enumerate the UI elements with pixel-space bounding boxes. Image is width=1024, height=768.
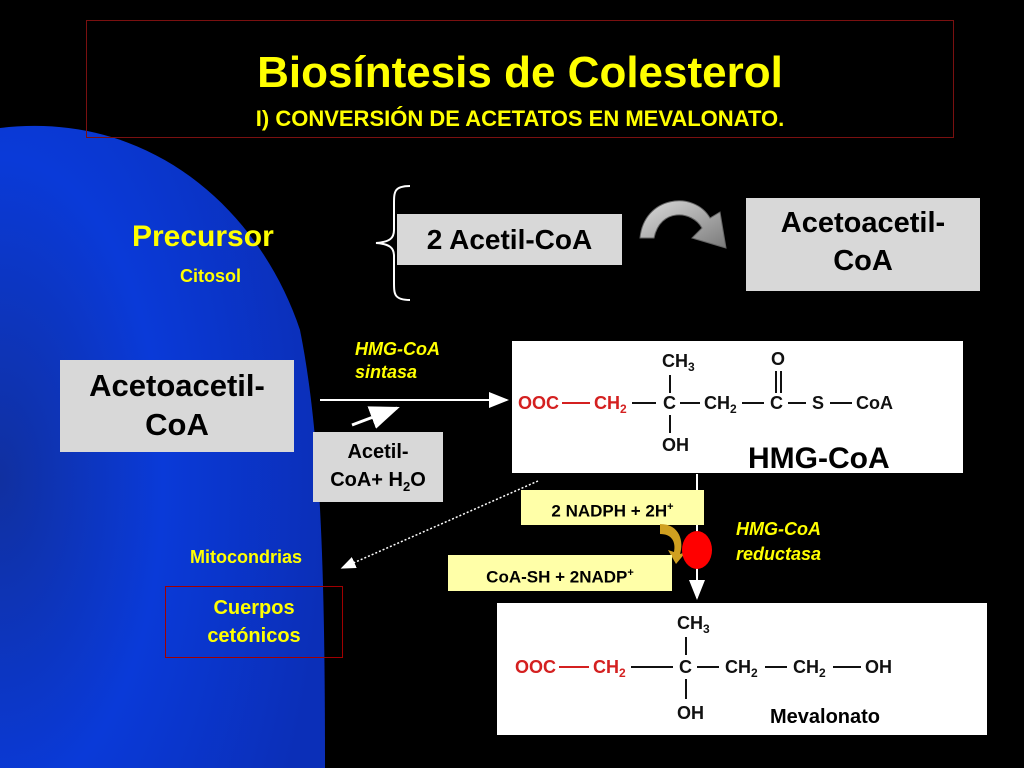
mev-ch2-a: CH2: [593, 657, 626, 680]
mevalonato-label: Mevalonato: [770, 706, 881, 728]
cuerpos-cetonicos-box: Cuerpos cetónicos: [165, 586, 343, 658]
enzyme-circle-icon: [682, 531, 712, 569]
hmg-coa-label: HMG-CoA: [748, 442, 890, 475]
hmg-c2: C: [770, 393, 783, 413]
citosol-label: Citosol: [180, 266, 241, 286]
arrow-acetil-join: [351, 406, 400, 429]
acetil-coa-box: 2 Acetil-CoA: [397, 214, 622, 265]
hmg-ooc: OOC: [518, 393, 559, 413]
acetoacetil-left-line1: Acetoacetil-: [89, 368, 265, 403]
hmg-c1: C: [663, 393, 676, 413]
sintasa-line1: HMG-CoA: [355, 339, 440, 359]
hmg-oh: OH: [662, 435, 689, 455]
acetoacetil-coa-top-box: Acetoacetil- CoA: [746, 198, 980, 291]
mevalonato-structure: CH3 OOC CH2 C CH2 CH2 OH OH: [515, 613, 892, 723]
nadph-box: 2 NADPH + 2H+: [521, 490, 704, 525]
mev-ch2-c: CH2: [793, 657, 826, 680]
acetoacetil-coa-left-box: Acetoacetil- CoA: [60, 360, 294, 452]
sintasa-line2: sintasa: [355, 362, 418, 382]
hmg-coa-structure-box: CH3 O OOC CH2 C CH2 C S CoA OH: [512, 341, 963, 473]
hmg-coa-structure: CH3 O OOC CH2 C CH2 C S CoA OH: [518, 349, 893, 455]
hmg-ch2-a: CH2: [594, 393, 627, 416]
curved-arrow-icon: [639, 200, 727, 249]
mevalonato-structure-box: CH3 OOC CH2 C CH2 CH2 OH OH: [497, 603, 987, 735]
mev-c1: C: [679, 657, 692, 677]
acetoacetil-top-line1: Acetoacetil-: [780, 207, 946, 239]
hmg-ch3: CH3: [662, 351, 695, 374]
acetil-h2o-line2: CoA+ H2O: [330, 469, 426, 494]
cuerpos-line2: cetónicos: [207, 625, 301, 647]
mev-ooc: OOC: [515, 657, 556, 677]
hmg-coa-sintasa-label: HMG-CoA sintasa: [355, 338, 440, 384]
reductasa-line1: HMG-CoA: [736, 519, 821, 539]
acetil-h2o-box: Acetil- CoA+ H2O: [313, 432, 443, 502]
acetil-h2o-line1: Acetil-: [347, 441, 409, 463]
mev-ch2-b: CH2: [725, 657, 758, 680]
mev-oh-bottom: OH: [677, 703, 704, 723]
coash-box: CoA-SH + 2NADP+: [448, 555, 672, 591]
reductase-reaction: [660, 524, 712, 569]
mitocondrias-label: Mitocondrias: [190, 547, 303, 567]
hmg-s: S: [812, 393, 824, 413]
hmg-ch2-b: CH2: [704, 393, 737, 416]
precursor-label: Precursor: [132, 220, 274, 253]
acetoacetil-left-line2: CoA: [145, 407, 209, 442]
title-frame: Biosíntesis de Colesterol I) CONVERSIÓN …: [86, 20, 954, 138]
acetoacetil-top-line2: CoA: [833, 245, 893, 277]
reductasa-line2: reductasa: [736, 544, 822, 564]
hmg-coa-reductasa-label: HMG-CoA reductasa: [736, 517, 821, 567]
page-subtitle: I) CONVERSIÓN DE ACETATOS EN MEVALONATO.: [255, 106, 785, 131]
hmg-o-top: O: [771, 349, 785, 369]
mev-ch3: CH3: [677, 613, 710, 636]
mev-oh-right: OH: [865, 657, 892, 677]
cuerpos-line1: Cuerpos: [213, 597, 295, 619]
page-title: Biosíntesis de Colesterol: [257, 48, 783, 97]
hmg-coa-text: CoA: [856, 393, 893, 413]
brace-icon: [375, 185, 411, 301]
acetil-coa-label: 2 Acetil-CoA: [426, 224, 593, 255]
